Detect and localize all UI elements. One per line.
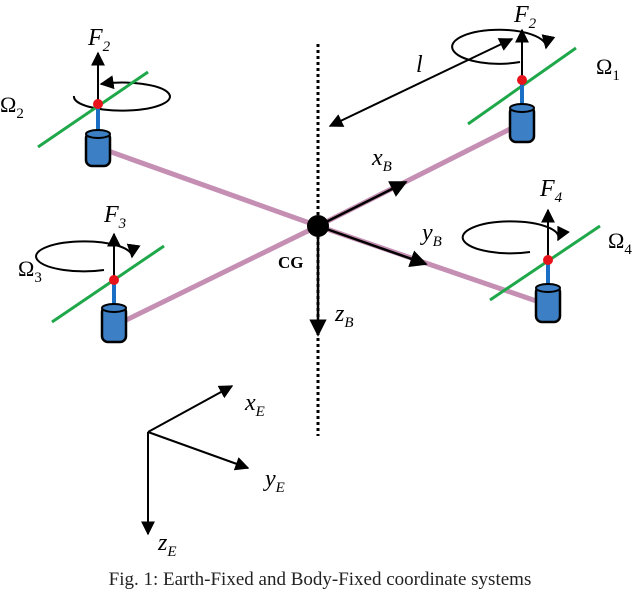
- body-z-label: zB: [334, 301, 354, 331]
- earth-y-label: yE: [263, 466, 285, 496]
- rotor-hub: [93, 99, 103, 109]
- earth-x-label: xE: [244, 390, 265, 420]
- propeller-blade: [51, 244, 165, 324]
- thrust-label: F4: [539, 176, 563, 206]
- spin-label: Ω1: [596, 54, 620, 84]
- rotation-arrow-icon: [461, 220, 570, 255]
- body-y-axis: [317, 224, 428, 268]
- earth-y-axis: [147, 431, 250, 471]
- motor-top: [509, 103, 535, 113]
- thrust-label: F2: [513, 2, 537, 32]
- rotor-hub: [543, 255, 553, 265]
- earth-fixed-frame: xE yE zE: [141, 385, 285, 560]
- center-of-gravity-dot: [307, 215, 329, 237]
- spin-label: Ω2: [0, 92, 24, 122]
- body-x-label: xB: [371, 145, 392, 175]
- figure-caption: Fig. 1: Earth-Fixed and Body-Fixed coord…: [108, 569, 532, 590]
- rotor-hub: [109, 275, 119, 285]
- body-y-label: yB: [420, 220, 442, 250]
- spin-label: Ω3: [18, 256, 42, 286]
- rotor-2: F2 Ω2: [0, 25, 171, 168]
- motor-top: [85, 129, 111, 139]
- motor-top: [535, 283, 561, 293]
- arm-back-left: [111, 223, 321, 329]
- rotation-arrow-icon: [451, 28, 556, 65]
- body-x-axis: [317, 180, 408, 228]
- propeller-blade: [37, 70, 149, 149]
- rotation-arrow-icon: [72, 75, 171, 112]
- rotor-3: F3 Ω3: [18, 202, 165, 344]
- arm-length-label: l: [416, 52, 423, 78]
- spin-label: Ω4: [608, 228, 632, 258]
- rotor-4: F4 Ω4: [461, 176, 632, 324]
- arm-length-arrow: [328, 38, 514, 127]
- cg-label: CG: [278, 253, 304, 272]
- motor-top: [101, 303, 127, 313]
- rotation-arrow-icon: [35, 240, 141, 273]
- rotor-1: F2 Ω1: [451, 2, 620, 144]
- earth-x-axis: [147, 385, 234, 433]
- arm-front-left: [97, 145, 321, 229]
- rotor-hub: [517, 75, 527, 85]
- thrust-label: F2: [87, 25, 111, 55]
- earth-z-label: zE: [157, 530, 177, 560]
- thrust-label: F3: [103, 202, 126, 232]
